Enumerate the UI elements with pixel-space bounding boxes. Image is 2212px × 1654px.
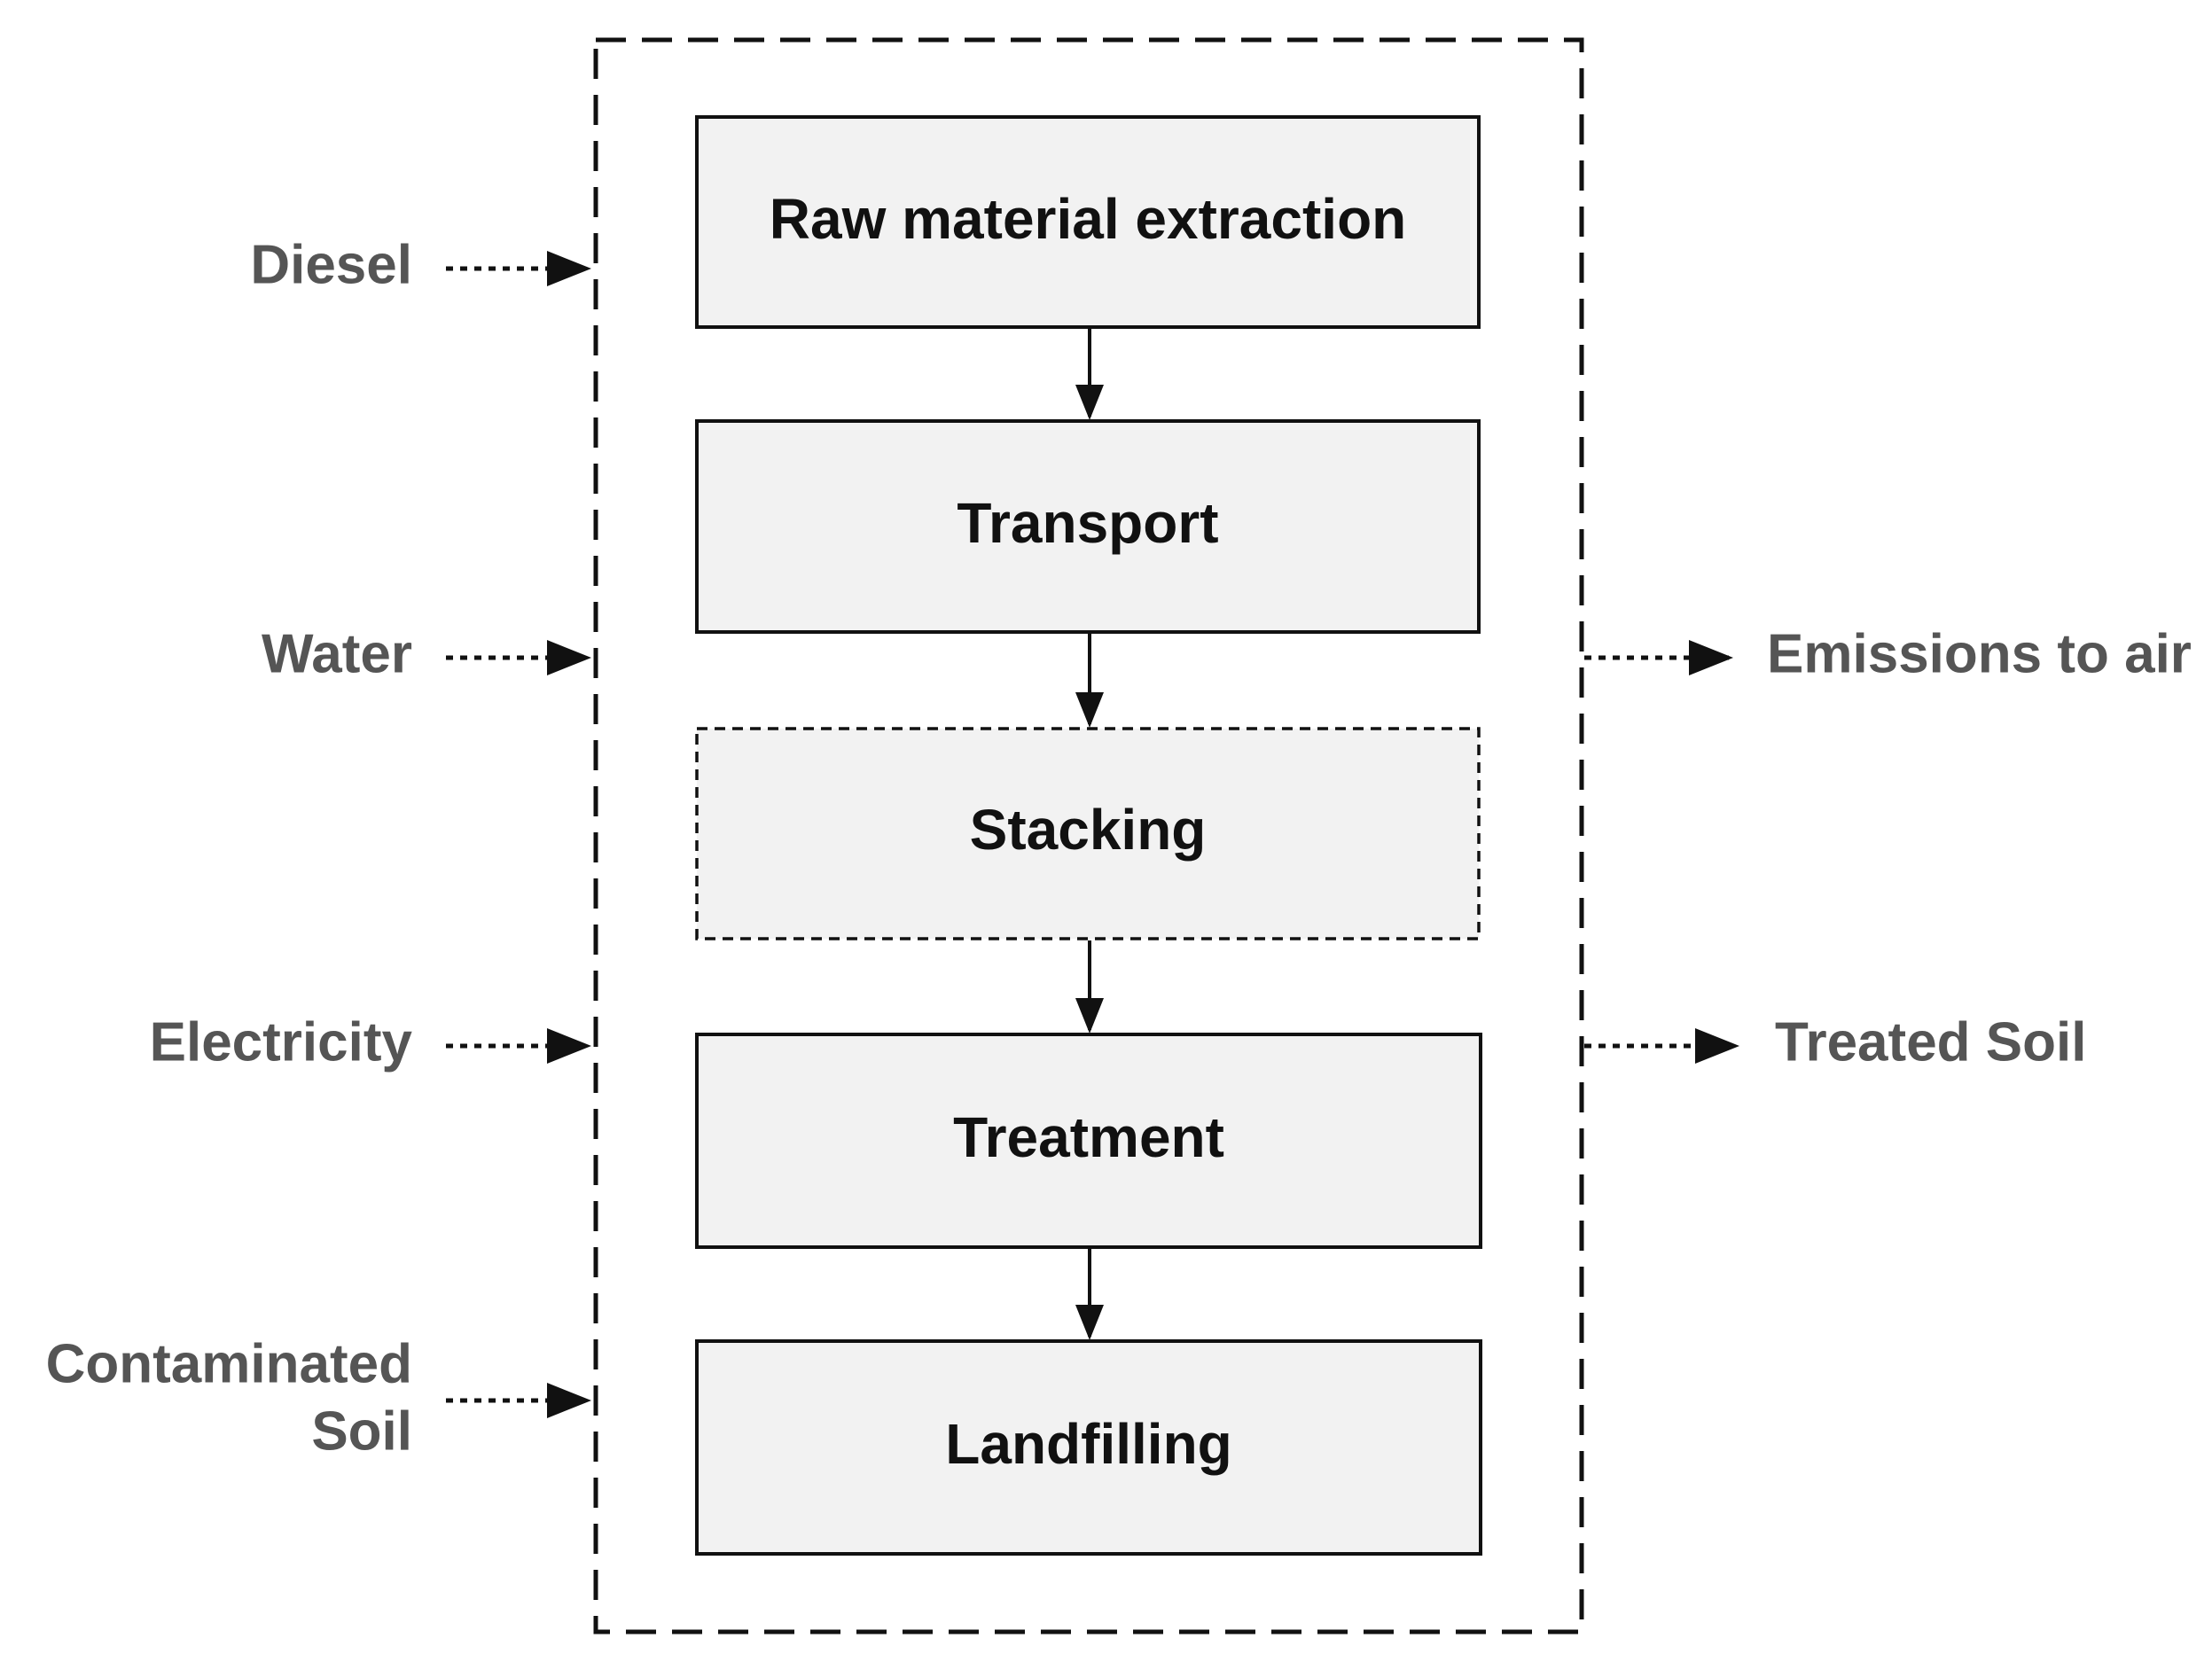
process-label: Stacking <box>970 798 1207 862</box>
input-label-line1: Contaminated <box>46 1333 412 1394</box>
process-label: Landfilling <box>945 1412 1232 1476</box>
process-step-raw-material-extraction: Raw material extraction <box>695 115 1481 329</box>
process-box <box>695 419 1481 634</box>
process-step-transport: Transport <box>695 419 1481 634</box>
process-box-dashed <box>695 727 1481 940</box>
input-contaminated-soil: Contaminated Soil <box>46 1333 591 1462</box>
system-boundary <box>593 37 1584 1634</box>
output-label: Emissions to air <box>1767 623 2192 684</box>
process-step-stacking: Stacking <box>695 727 1481 940</box>
input-diesel: Diesel <box>250 234 591 295</box>
process-label: Raw material extraction <box>770 187 1407 251</box>
output-label: Treated Soil <box>1775 1011 2086 1073</box>
process-step-landfilling: Landfilling <box>695 1339 1482 1556</box>
input-label-line2: Soil <box>311 1400 412 1462</box>
input-water: Water <box>262 623 591 684</box>
input-label: Electricity <box>150 1011 413 1073</box>
output-emissions-to-air: Emissions to air <box>1584 623 2192 684</box>
input-label: Diesel <box>250 234 412 295</box>
process-step-treatment: Treatment <box>695 1033 1482 1249</box>
input-label: Water <box>262 623 412 684</box>
process-box <box>695 1339 1482 1556</box>
process-box <box>695 1033 1482 1249</box>
output-treated-soil: Treated Soil <box>1584 1011 2086 1073</box>
input-electricity: Electricity <box>150 1011 591 1073</box>
process-box <box>695 115 1481 329</box>
process-label: Transport <box>957 491 1218 555</box>
process-label: Treatment <box>953 1105 1224 1169</box>
